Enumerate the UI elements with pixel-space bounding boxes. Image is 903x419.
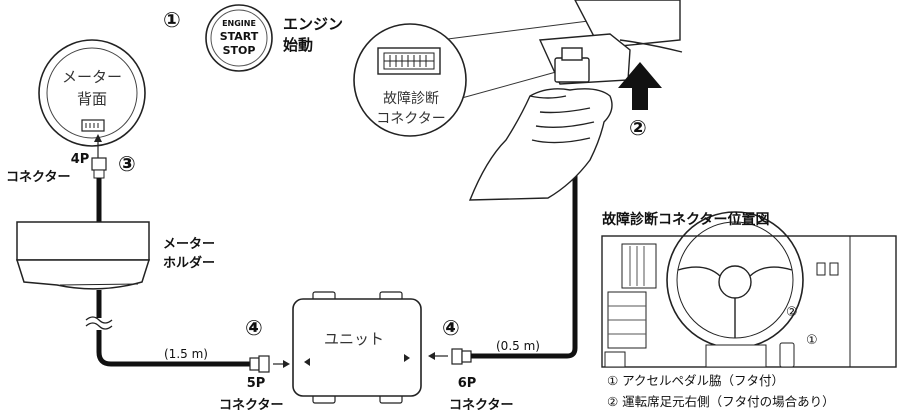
4p-label-line1: 4P: [70, 152, 90, 167]
step-1-marker: ①: [163, 8, 181, 32]
diag-connector-callout: [353, 17, 613, 137]
meter-label-line2: 背面: [76, 90, 107, 108]
location-marker-2: ②: [786, 305, 798, 320]
push-up-arrow-icon: [618, 62, 662, 110]
step-4-right-marker: ④: [442, 316, 460, 340]
meter-label-line1: メーター: [61, 68, 122, 86]
5p-label-line1: 5P: [246, 376, 266, 391]
unit-box: [292, 291, 422, 404]
meter-holder: [15, 221, 151, 290]
holder-label-line2: ホルダー: [163, 256, 216, 271]
5p-connector: [249, 355, 270, 373]
cable-left-length: (1.5 m): [164, 347, 208, 361]
location-title: 故障診断コネクター位置図: [602, 212, 770, 228]
unit-port-left-icon: [304, 358, 310, 366]
6p-label-line1: 6P: [457, 376, 477, 391]
location-note-1: ① アクセルペダル脇（フタ付）: [607, 373, 785, 388]
step-4-left-marker: ④: [245, 316, 263, 340]
engine-caption-line1: エンジン: [283, 15, 344, 33]
engine-button-line2: START: [219, 30, 259, 43]
holder-label-line1: メーター: [163, 237, 216, 252]
meter-back: [38, 39, 146, 147]
location-note-2: ② 運転席足元右側（フタ付の場合あり）: [607, 394, 835, 409]
location-marker-1: ①: [806, 333, 818, 348]
engine-button-line1: ENGINE: [222, 19, 256, 28]
step-2-marker: ②: [629, 116, 647, 140]
5p-label-line2: コネクター: [219, 398, 284, 413]
4p-label-line2: コネクター: [6, 170, 71, 185]
unit-port-right-icon: [404, 354, 410, 362]
hand-sketch: [468, 0, 683, 201]
cable-0-5m: [471, 100, 578, 359]
6p-connector: [451, 348, 472, 365]
6p-label-line2: コネクター: [449, 398, 514, 413]
diag-label-line2: コネクター: [376, 111, 446, 127]
location-diagram: [601, 211, 897, 368]
unit-label: ユニット: [324, 330, 385, 348]
diag-label-line1: 故障診断: [383, 91, 439, 107]
meter-socket-icon: [81, 119, 105, 132]
engine-caption-line2: 始動: [283, 36, 314, 54]
cable-right-length: (0.5 m): [496, 339, 540, 353]
engine-start-button-icon: [205, 4, 273, 72]
step-3-marker: ③: [118, 152, 136, 176]
cable-break-mark: [85, 316, 113, 324]
engine-button-line3: STOP: [222, 44, 256, 57]
cable-1-5m: [96, 330, 250, 367]
